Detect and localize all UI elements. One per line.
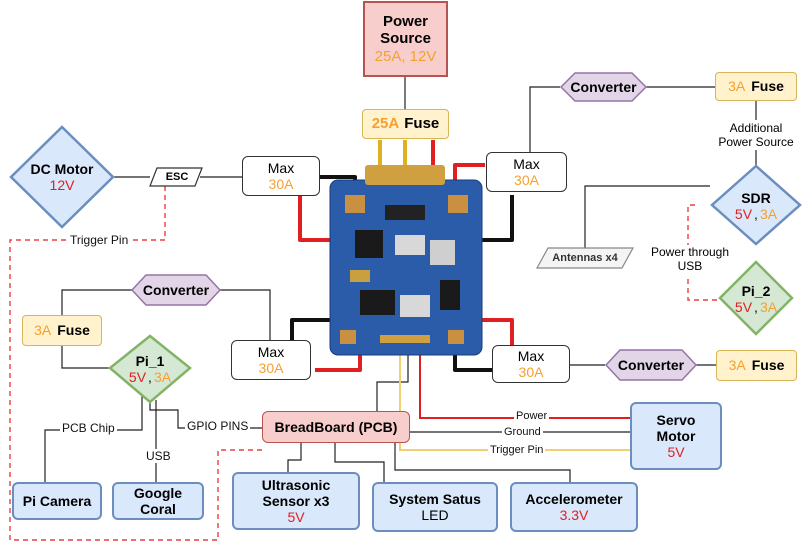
converter-text: Converter — [570, 78, 637, 95]
power-through-usb-label: Power through USB — [645, 245, 735, 275]
pi-2-voltage: 5V — [734, 299, 753, 315]
fuse-box-left: 3A Fuse — [22, 315, 102, 346]
max-label: Max — [513, 155, 540, 172]
breadboard-label: BreadBoard (PCB) — [274, 418, 398, 435]
antennas-text: Antennas x4 — [552, 251, 618, 264]
max-box-top-left: Max 30A — [242, 156, 320, 196]
fuse-box-bottom-right: 3A Fuse — [716, 350, 797, 381]
sdr-voltage: 5V — [734, 206, 753, 222]
fuse-label: Fuse — [751, 78, 784, 95]
dc-motor-label: DC Motor — [30, 160, 94, 177]
pi-1-label-group: Pi_1 5V, 3A — [128, 352, 172, 385]
trigger-pin-label: Trigger Pin — [68, 233, 131, 247]
max-rating: 30A — [518, 364, 544, 380]
converter-label-right: Converter — [606, 356, 696, 374]
servo-power-wire — [419, 355, 630, 419]
power-source-title-line2: Source — [380, 30, 431, 48]
pi-1-voltage: 5V — [128, 369, 147, 385]
power-source-title-line1: Power — [382, 13, 428, 31]
max-box-top-right: Max 30A — [486, 152, 567, 192]
converter-text: Converter — [142, 281, 210, 298]
power-source-rating: 25A, 12V — [374, 47, 437, 65]
google-coral-box: Google Coral — [112, 482, 204, 520]
dc-motor-diamond — [9, 125, 115, 229]
converter-text: Converter — [617, 356, 685, 373]
esc-text: ESC — [165, 170, 189, 183]
servo-line2: Motor — [656, 427, 696, 444]
converter-hexagon-top — [559, 72, 648, 102]
converter-hexagon-left — [130, 274, 222, 306]
ultrasonic-line1: Ultrasonic — [261, 476, 331, 493]
main-fuse-rating: 25A — [371, 115, 400, 133]
main-fuse-box: 25A Fuse — [362, 109, 449, 139]
pi-1-current: 3A — [153, 369, 172, 385]
pi-2-label: Pi_2 — [741, 282, 771, 299]
max-rating: 30A — [268, 176, 294, 192]
ultrasonic-sensor-box: Ultrasonic Sensor x3 5V — [232, 472, 360, 530]
gpio-pins-label: GPIO PINS — [185, 419, 251, 433]
pi-1-label: Pi_1 — [135, 352, 165, 369]
dc-motor-label-group: DC Motor 12V — [22, 160, 102, 194]
antennas-parallelogram — [535, 247, 635, 269]
converter-label-top: Converter — [561, 78, 646, 96]
power-distribution-board — [329, 165, 483, 356]
accelerometer-rating: 3.3V — [559, 507, 589, 523]
fuse-label: Fuse — [57, 322, 90, 339]
esc-label: ESC — [155, 169, 199, 185]
max-label: Max — [517, 347, 545, 364]
fuse-box-top-right: 3A Fuse — [715, 72, 797, 101]
sdr-label: SDR — [741, 189, 771, 206]
fuse-rating: 3A — [728, 78, 746, 95]
max-box-bottom-left: Max 30A — [231, 340, 311, 380]
servo-trigger-wire — [399, 355, 630, 451]
dc-motor-rating: 12V — [49, 177, 75, 193]
antennas-label: Antennas x4 — [540, 250, 630, 266]
max-label: Max — [257, 343, 285, 360]
system-status-sub: LED — [421, 507, 449, 523]
accelerometer-label: Accelerometer — [525, 490, 623, 507]
servo-motor-box: Servo Motor 5V — [630, 402, 722, 470]
fuse-rating: 3A — [728, 357, 746, 374]
usb-label: USB — [144, 449, 173, 463]
main-fuse-label: Fuse — [404, 115, 440, 133]
pi-2-label-group: Pi_2 5V, 3A — [734, 282, 778, 315]
power-source-box: Power Source 25A, 12V — [363, 1, 448, 77]
converter-label-left: Converter — [132, 281, 220, 299]
accelerometer-box: Accelerometer 3.3V — [510, 482, 638, 532]
trigger-pin-dashed-line — [9, 186, 262, 541]
esc-parallelogram — [149, 167, 203, 187]
system-status-label: System Satus — [389, 490, 481, 507]
pcb-chip-label: PCB Chip — [60, 421, 117, 435]
ground-wire-label: Ground — [502, 426, 543, 438]
max-rating: 30A — [258, 360, 284, 376]
google-coral-line1: Google — [133, 484, 183, 501]
additional-power-text: Additional Power Source — [718, 121, 794, 149]
system-status-box: System Satus LED — [372, 482, 498, 532]
pi-camera-box: Pi Camera — [12, 482, 102, 520]
servo-line1: Servo — [656, 411, 696, 428]
trigger-wire-label: Trigger Pin — [488, 444, 546, 456]
fuse-label: Fuse — [751, 357, 785, 374]
max-label: Max — [267, 159, 295, 176]
sdr-label-group: SDR 5V, 3A — [734, 189, 778, 222]
sdr-diamond — [710, 164, 802, 246]
converter-hexagon-right — [604, 349, 698, 381]
power-wire-label: Power — [514, 410, 550, 422]
servo-rating: 5V — [667, 444, 685, 461]
fuse-rating: 3A — [34, 322, 52, 339]
ultrasonic-line2: Sensor x3 — [262, 492, 330, 509]
pi-1-diamond — [108, 334, 192, 404]
pi-2-current: 3A — [759, 299, 778, 315]
pi-2-diamond — [718, 260, 794, 336]
sdr-current: 3A — [759, 206, 778, 222]
breadboard-box: BreadBoard (PCB) — [262, 411, 410, 443]
max-box-bottom-right: Max 30A — [492, 345, 570, 383]
pi-camera-label: Pi Camera — [22, 492, 92, 509]
power-through-usb-text: Power through USB — [650, 245, 730, 273]
ultrasonic-rating: 5V — [287, 509, 305, 526]
additional-power-label: Additional Power Source — [705, 121, 803, 150]
max-rating: 30A — [514, 172, 539, 188]
google-coral-line2: Coral — [140, 501, 176, 517]
